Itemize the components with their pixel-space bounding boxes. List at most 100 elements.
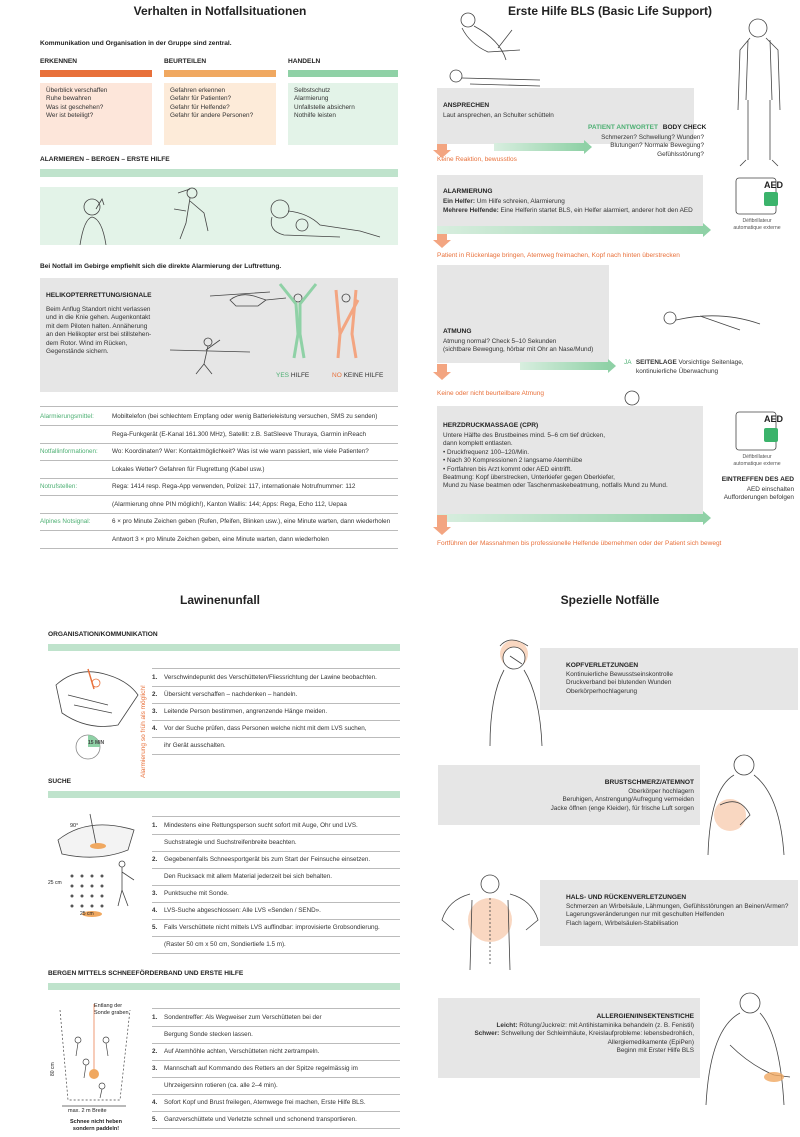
q1-columns: ERKENNEN Überblick verschaffen Ruhe bewa… — [40, 58, 398, 148]
q1-title: Verhalten in Notfallsituationen — [133, 4, 307, 18]
list-item: (Raster 50 cm x 50 cm, Sondiertiefe 1.5 … — [164, 941, 286, 948]
spine-text: Schmerzen an Wirbelsäule, Lähmungen, Gef… — [566, 903, 789, 927]
timer-label: 15 MIN — [88, 740, 105, 746]
bergen-bar — [48, 983, 400, 990]
list-item: Uhrzeigersinn rotieren (ca. alle 2–4 min… — [164, 1082, 278, 1089]
list-item: 1.Mindestens eine Rettungsperson sucht s… — [152, 822, 358, 829]
q4-title: Spezielle Notfälle — [560, 593, 660, 607]
digging-illustration-icon — [59, 1004, 131, 1107]
no-prefix: NO — [332, 372, 342, 379]
allergy-box: ALLERGIEN/INSEKTENSTICHE Leicht: Rötung/… — [438, 998, 700, 1078]
alarmierung-box: ALARMIERUNG Ein Helfer: Um Hilfe schreie… — [437, 175, 703, 227]
seitenlage-line2: kontinuierliche Überwachung — [636, 368, 719, 375]
list-item: 5.Ganzverschüttete und Verletzte schnell… — [152, 1116, 357, 1123]
list-item: Selbstschutz — [294, 87, 331, 94]
chest-title: BRUSTSCHMERZ/ATEMNOT — [604, 779, 694, 786]
list-item: 2.Übersicht verschaffen – nachdenken – h… — [152, 691, 298, 698]
suche-title: SUCHE — [48, 778, 72, 785]
list-item: 2.Gegebenenfalls Schneesportgerät bis zu… — [152, 856, 371, 863]
alarm-arrow — [437, 223, 711, 237]
alarm-note: Bei Notfall im Gebirge empfiehlt sich di… — [40, 263, 282, 270]
grid-label-b: 25 cm — [80, 911, 94, 917]
q3-title: Lawinenunfall — [179, 593, 260, 607]
heli-text-line: an den Helikopter erst bei stillstehen- — [46, 331, 152, 339]
down-arrow-icon — [433, 144, 451, 158]
spine-title: HALS- UND RÜCKENVERLETZUNGEN — [566, 894, 687, 901]
heli-text-line: Beim Anflug Standort nicht verlassen — [46, 306, 151, 313]
cpr-title: HERZDRUCKMASSAGE (CPR) — [443, 422, 539, 429]
body-check-line: Gefühlsstörung? — [657, 150, 704, 158]
down-arrow-icon — [433, 364, 451, 380]
list-item: ihr Gerät ausschalten. — [164, 742, 226, 749]
down-arrow-icon — [433, 515, 451, 535]
list-item: 2.Auf Atemhöhle achten, Verschütteten ni… — [152, 1048, 320, 1055]
list-item: 4.LVS-Suche abgeschlossen: Alle LVS «Sen… — [152, 907, 321, 914]
alarm-title: ALARMIEREN – BERGEN – ERSTE HILFE — [40, 156, 170, 163]
col-beurteilen-title: BEURTEILEN — [164, 58, 207, 65]
aed-arrive-title: EINTREFFEN DES AED — [721, 476, 794, 483]
col-beurteilen-box: Gefahren erkennen Gefahr für Patienten? … — [164, 83, 276, 145]
back-injury-icon — [441, 874, 539, 971]
responds-arrow — [494, 140, 592, 154]
heli-text-line: Gegenstände sichern. — [46, 348, 109, 356]
no-reaction-label: Keine Reaktion, bewusstlos — [437, 156, 517, 163]
alarmierung-line1: Ein Helfer: Um Hilfe schreien, Alarmieru… — [443, 198, 565, 205]
alarm-illustration — [40, 187, 398, 246]
down-arrow-icon — [433, 234, 451, 248]
list-item: Wer ist beteiligt? — [46, 112, 94, 120]
list-item: Gefahr für Patienten? — [170, 95, 232, 103]
list-item: 1.Sondentreffer: Als Wegweiser zum Versc… — [152, 1014, 322, 1021]
heli-text: Beim Anflug Standort nicht verlassen und… — [46, 306, 176, 356]
list-item: Ruhe bewahren — [46, 95, 92, 103]
ja-arrow — [520, 359, 616, 373]
list-item: Bergung Sonde stecken lassen. — [164, 1031, 253, 1038]
suche-bar — [48, 791, 400, 798]
vertical-note: Alarmierung so früh als möglich! — [140, 685, 147, 778]
grid-label-a: 25 cm — [48, 880, 62, 886]
aed-label: AED — [764, 180, 784, 190]
bergen-title: BERGEN MITTELS SCHNEEFÖRDERBAND UND ERST… — [48, 970, 244, 977]
alarm-bar — [40, 169, 398, 177]
helicopter-signals-icon — [169, 283, 360, 375]
ansprechen-title: ANSPRECHEN — [443, 102, 490, 109]
aed-heart-icon — [764, 192, 778, 206]
heli-box: HELIKOPTERRETTUNG/SIGNALE Beim Anflug St… — [40, 278, 398, 392]
org-bar — [48, 644, 400, 651]
atmung-box: ATMUNG Atmung normal? Check 5–10 Sekunde… — [437, 265, 609, 363]
list-item: Überblick verschaffen — [46, 87, 108, 94]
aed-label-2: AED — [764, 414, 784, 424]
list-item: Nothilfe leisten — [294, 112, 336, 120]
col-erkennen-title: ERKENNEN — [40, 58, 78, 65]
head-title: KOPFVERLETZUNGEN — [566, 662, 639, 669]
q1-subtitle: Kommunikation und Organisation in der Gr… — [40, 40, 232, 47]
list-item: Unfallstelle absichern — [294, 103, 355, 111]
chest-pain-icon — [707, 754, 785, 856]
list-item: Gefahren erkennen — [170, 87, 226, 94]
cpr-text: Untere Hälfte des Brustbeines mind. 5–6 … — [443, 432, 668, 490]
heli-title: HELIKOPTERRETTUNG/SIGNALE — [46, 292, 152, 299]
continue-label: Fortführen der Massnahmen bis profession… — [437, 540, 722, 547]
body-check-text: Schmerzen? Schwellung? Wunden? Blutungen… — [590, 134, 704, 159]
body-check-line: Blutungen? Normale Bewegung? — [610, 142, 704, 150]
body-check-title: BODY CHECK — [662, 124, 707, 131]
spine-box: HALS- UND RÜCKENVERLETZUNGEN Schmerzen a… — [540, 880, 798, 946]
heli-text-line: dem Rotor. Wind im Rücken, — [46, 339, 128, 347]
no-breath-label: Keine oder nicht beurteilbare Atmung — [437, 390, 544, 397]
org-title: ORGANISATION/KOMMUNIKATION — [48, 631, 158, 638]
avalanche-illustration-icon — [55, 668, 139, 760]
list-item: 3.Punktsuche mit Sonde. — [152, 890, 229, 897]
ansprechen-text: Laut ansprechen, an Schulter schütteln — [443, 112, 554, 119]
dig-width: max. 2 m Breite — [68, 1108, 107, 1114]
responds-label: PATIENT ANTWORTET — [588, 124, 658, 131]
angle-label: 90° — [70, 823, 79, 829]
list-item: Den Rucksack mit allem Material jederzei… — [164, 873, 332, 880]
cpr-arrow — [437, 511, 711, 525]
list-item: Suchstrategie und Suchstreifenbreite bea… — [164, 839, 297, 846]
aed-heart-icon — [764, 428, 778, 442]
cpr-box: HERZDRUCKMASSAGE (CPR) Untere Hälfte des… — [437, 406, 703, 514]
